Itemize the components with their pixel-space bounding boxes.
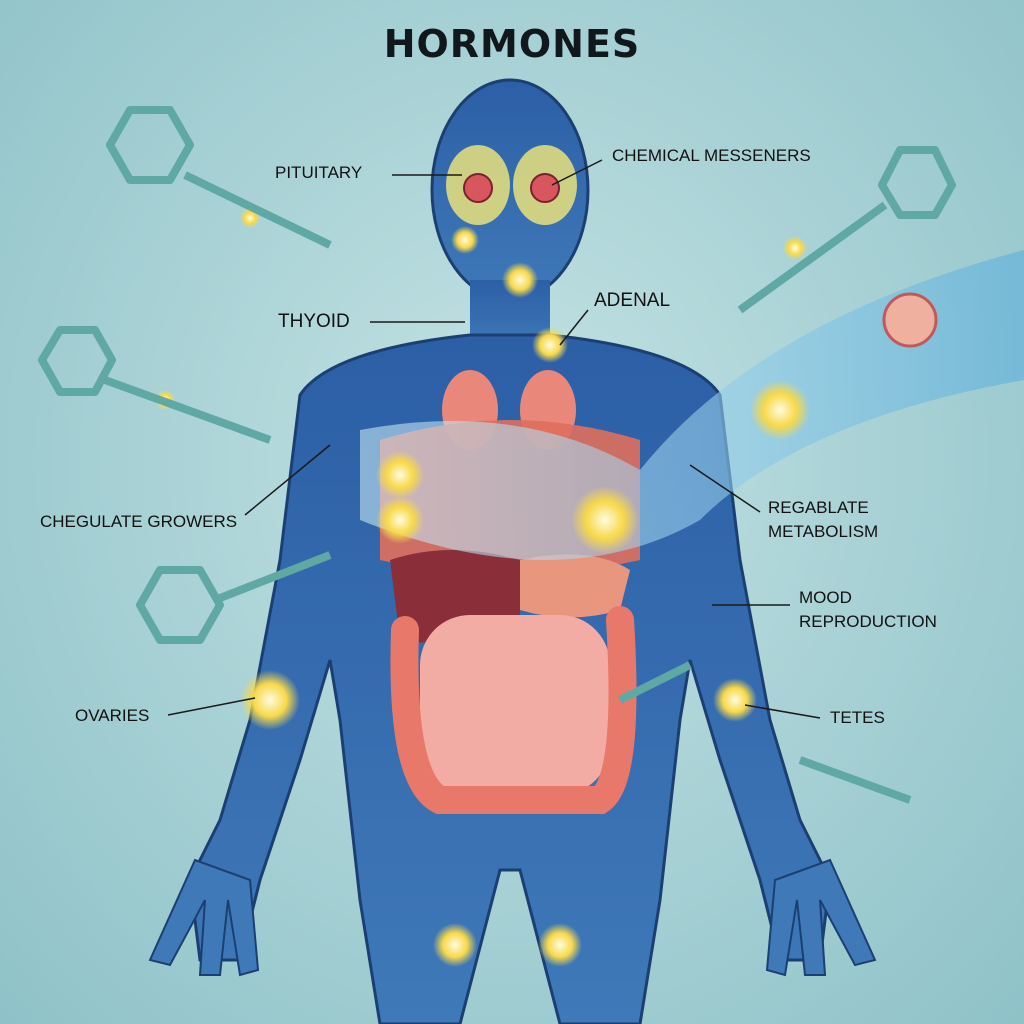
label-regulate-metabolism: REGABLATE METABOLISM — [768, 496, 878, 544]
label-regulate-metabolism-line2: METABOLISM — [768, 522, 879, 541]
label-testes: TETES — [830, 708, 885, 727]
brain-glands — [446, 145, 577, 225]
hormone-particles — [155, 208, 938, 967]
leader-lines — [167, 159, 821, 719]
hormone-keys — [38, 106, 956, 804]
hormone-stream — [360, 250, 1024, 560]
label-mood-reproduction: MOOD REPRODUCTION — [799, 586, 937, 634]
label-reproduction: REPRODUCTION — [799, 612, 937, 631]
label-ovaries: OVARIES — [75, 706, 150, 725]
diagram-title: HORMONES — [383, 22, 641, 66]
label-regulate-metabolism-line1: REGABLATE — [768, 498, 869, 517]
label-chemical-messengers: CHEMICAL MESSENERS — [612, 146, 811, 165]
label-thyroid: THYOID — [278, 311, 350, 332]
label-pituitary: PITUITARY — [275, 163, 363, 182]
label-regulate-growth: CHEGULATE GROWERS — [40, 512, 238, 531]
label-mood: MOOD — [799, 588, 852, 607]
label-adrenal: ADENAL — [594, 290, 671, 311]
